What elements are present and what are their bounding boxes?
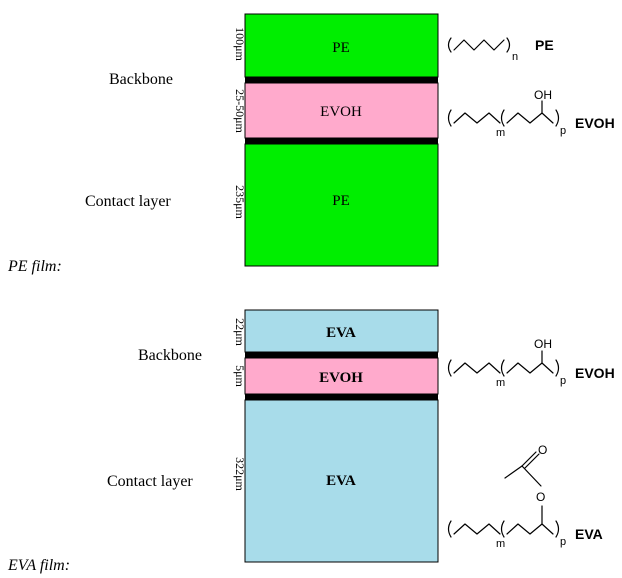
pe-film-contact-label: Contact layer: [85, 193, 171, 210]
eva-film-evoh-subscript-m: m: [496, 377, 505, 389]
eva-film-evoh-subscript-p: p: [560, 375, 566, 387]
eva-film-layer-middle: [244, 357, 439, 395]
eva-film-layer-top-label: EVA: [326, 325, 356, 341]
pe-chemical-structure: n PE: [447, 37, 554, 63]
pe-film-backbone-label: Backbone: [109, 71, 173, 88]
eva-film-separator-1: [245, 352, 438, 358]
pe-film-evoh-chemical-structure: OH m p EVOH: [447, 88, 615, 139]
eva-film-thickness-middle: 5μm: [233, 365, 247, 387]
pe-film-separator-2: [245, 138, 438, 144]
pe-film-layer-bottom-label: PE: [332, 193, 350, 209]
pe-film-section: PE EVOH PE 100μm 25-50μm 235μm Backbone …: [7, 13, 615, 275]
pe-structure-name: PE: [535, 37, 554, 53]
pe-film-thickness-top: 100μm: [233, 27, 247, 61]
eva-film-contact-label: Contact layer: [107, 473, 193, 490]
eva-film-evoh-structure-name: EVOH: [575, 365, 615, 381]
eva-subscript-m: m: [496, 538, 505, 550]
eva-film-thickness-bottom: 322μm: [233, 457, 247, 491]
pe-film-layer-bottom: [244, 143, 439, 267]
pe-film-layer-middle-label: EVOH: [320, 104, 362, 120]
eva-film-separator-2: [245, 394, 438, 400]
pe-film-thickness-bottom: 235μm: [233, 185, 247, 219]
eva-film-thickness-top: 22μm: [233, 318, 247, 346]
pe-film-layer-top-label: PE: [332, 40, 350, 56]
pe-film-evoh-subscript-m: m: [496, 127, 505, 139]
eva-film-layer-top: [244, 309, 439, 353]
eva-film-layer-middle-label: EVOH: [319, 370, 363, 386]
eva-film-layer-bottom: [244, 399, 439, 563]
pe-film-caption: PE film:: [7, 258, 62, 275]
eva-film-evoh-chemical-structure: OH m p EVOH: [447, 337, 615, 389]
eva-film-section: EVA EVOH EVA 22μm 5μm 322μm Backbone Con…: [7, 309, 615, 574]
pe-film-evoh-subscript-p: p: [560, 125, 566, 137]
eva-film-evoh-oh-group: OH: [534, 337, 552, 351]
pe-film-layer-middle: [244, 82, 439, 139]
eva-subscript-p: p: [560, 536, 566, 548]
eva-carbonyl-oxygen: O: [538, 443, 547, 457]
pe-film-evoh-oh-group: OH: [534, 88, 552, 102]
eva-chemical-structure: O O m p EVA: [447, 443, 603, 550]
eva-structure-name: EVA: [575, 526, 603, 542]
pe-film-layer-top: [244, 13, 439, 78]
pe-film-evoh-structure-name: EVOH: [575, 115, 615, 131]
eva-ester-oxygen: O: [536, 490, 545, 504]
eva-film-layer-bottom-label: EVA: [326, 473, 356, 489]
eva-film-caption: EVA film:: [7, 557, 70, 574]
pe-subscript-n: n: [512, 51, 518, 63]
eva-film-backbone-label: Backbone: [138, 347, 202, 364]
pe-film-separator-1: [245, 77, 438, 83]
pe-film-thickness-middle: 25-50μm: [233, 89, 247, 133]
